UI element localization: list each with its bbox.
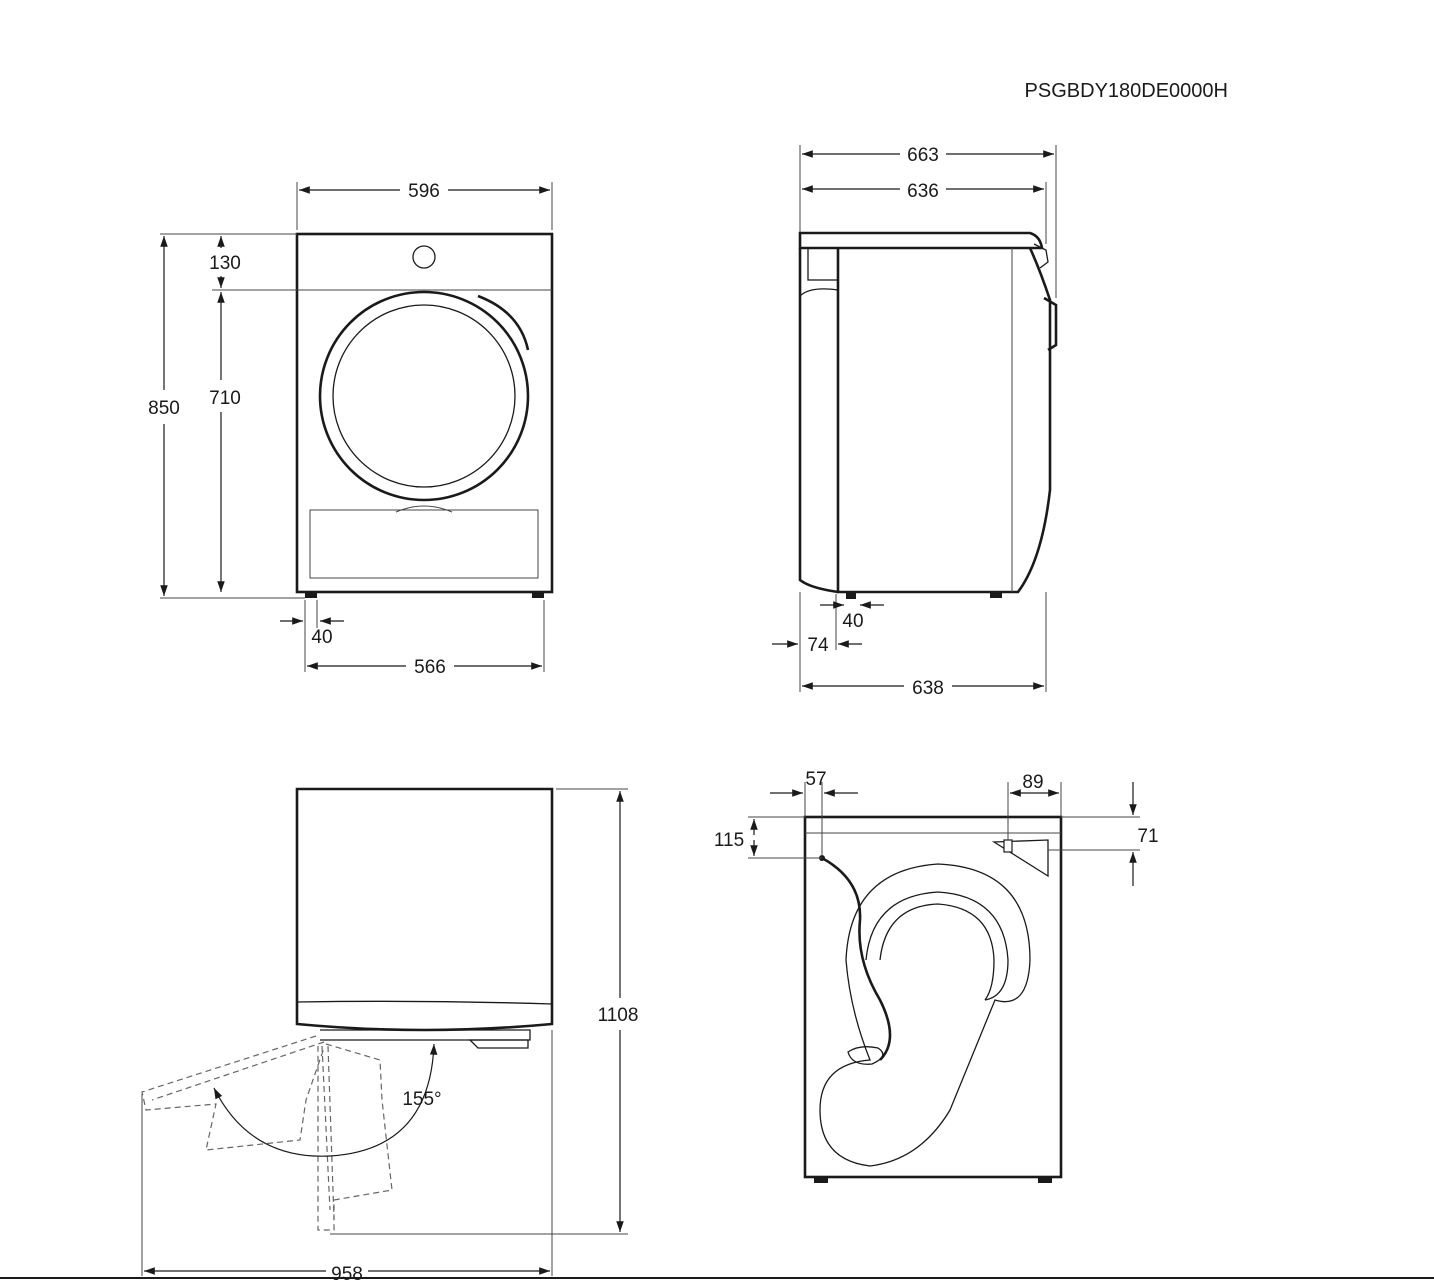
model-code: PSGBDY180DE0000H <box>1025 80 1228 102</box>
mounting-bracket <box>991 839 1049 878</box>
side-depth-top-label: 636 <box>907 181 939 202</box>
rear-bracket-y-label: 71 <box>1137 826 1158 847</box>
front-feet-span-label: 566 <box>414 657 446 678</box>
side-top-plate <box>798 231 1044 250</box>
drain-hose <box>821 856 892 1061</box>
program-knob <box>412 245 436 269</box>
door-open-view: 155° 1108 958 <box>141 787 639 1282</box>
rear-bracket-width-label: 89 <box>1022 772 1043 793</box>
front-foot-offset-label: 40 <box>311 627 332 648</box>
front-view: 596 850 130 710 40 566 <box>148 181 554 678</box>
side-front-offset-label: 74 <box>807 635 829 656</box>
rear-hose-y-label: 115 <box>714 830 744 851</box>
rear-view: 57 115 89 71 <box>714 769 1159 1183</box>
door-open-depth-label: 958 <box>331 1264 363 1282</box>
side-view: 663 636 40 74 638 <box>772 145 1058 699</box>
top-body-outline <box>295 787 554 1032</box>
front-total-height-label: 850 <box>148 398 180 419</box>
rear-hose-x-label: 57 <box>805 769 826 790</box>
front-width-label: 596 <box>408 181 440 202</box>
door-angle-label: 155° <box>402 1089 441 1110</box>
front-top-section-label: 130 <box>209 253 241 274</box>
door-open-height-label: 1108 <box>598 1005 639 1026</box>
rear-body-outline <box>803 815 1063 1179</box>
side-depth-base-label: 638 <box>912 678 944 699</box>
front-door <box>318 290 530 502</box>
front-body-height-label: 710 <box>209 388 241 409</box>
front-body-outline <box>295 232 554 594</box>
kick-panel <box>309 509 539 579</box>
rear-condenser-outline <box>819 863 1031 1167</box>
side-foot-offset-label: 40 <box>842 611 863 632</box>
side-body-outline <box>836 247 1052 594</box>
side-depth-overall-label: 663 <box>907 145 939 166</box>
